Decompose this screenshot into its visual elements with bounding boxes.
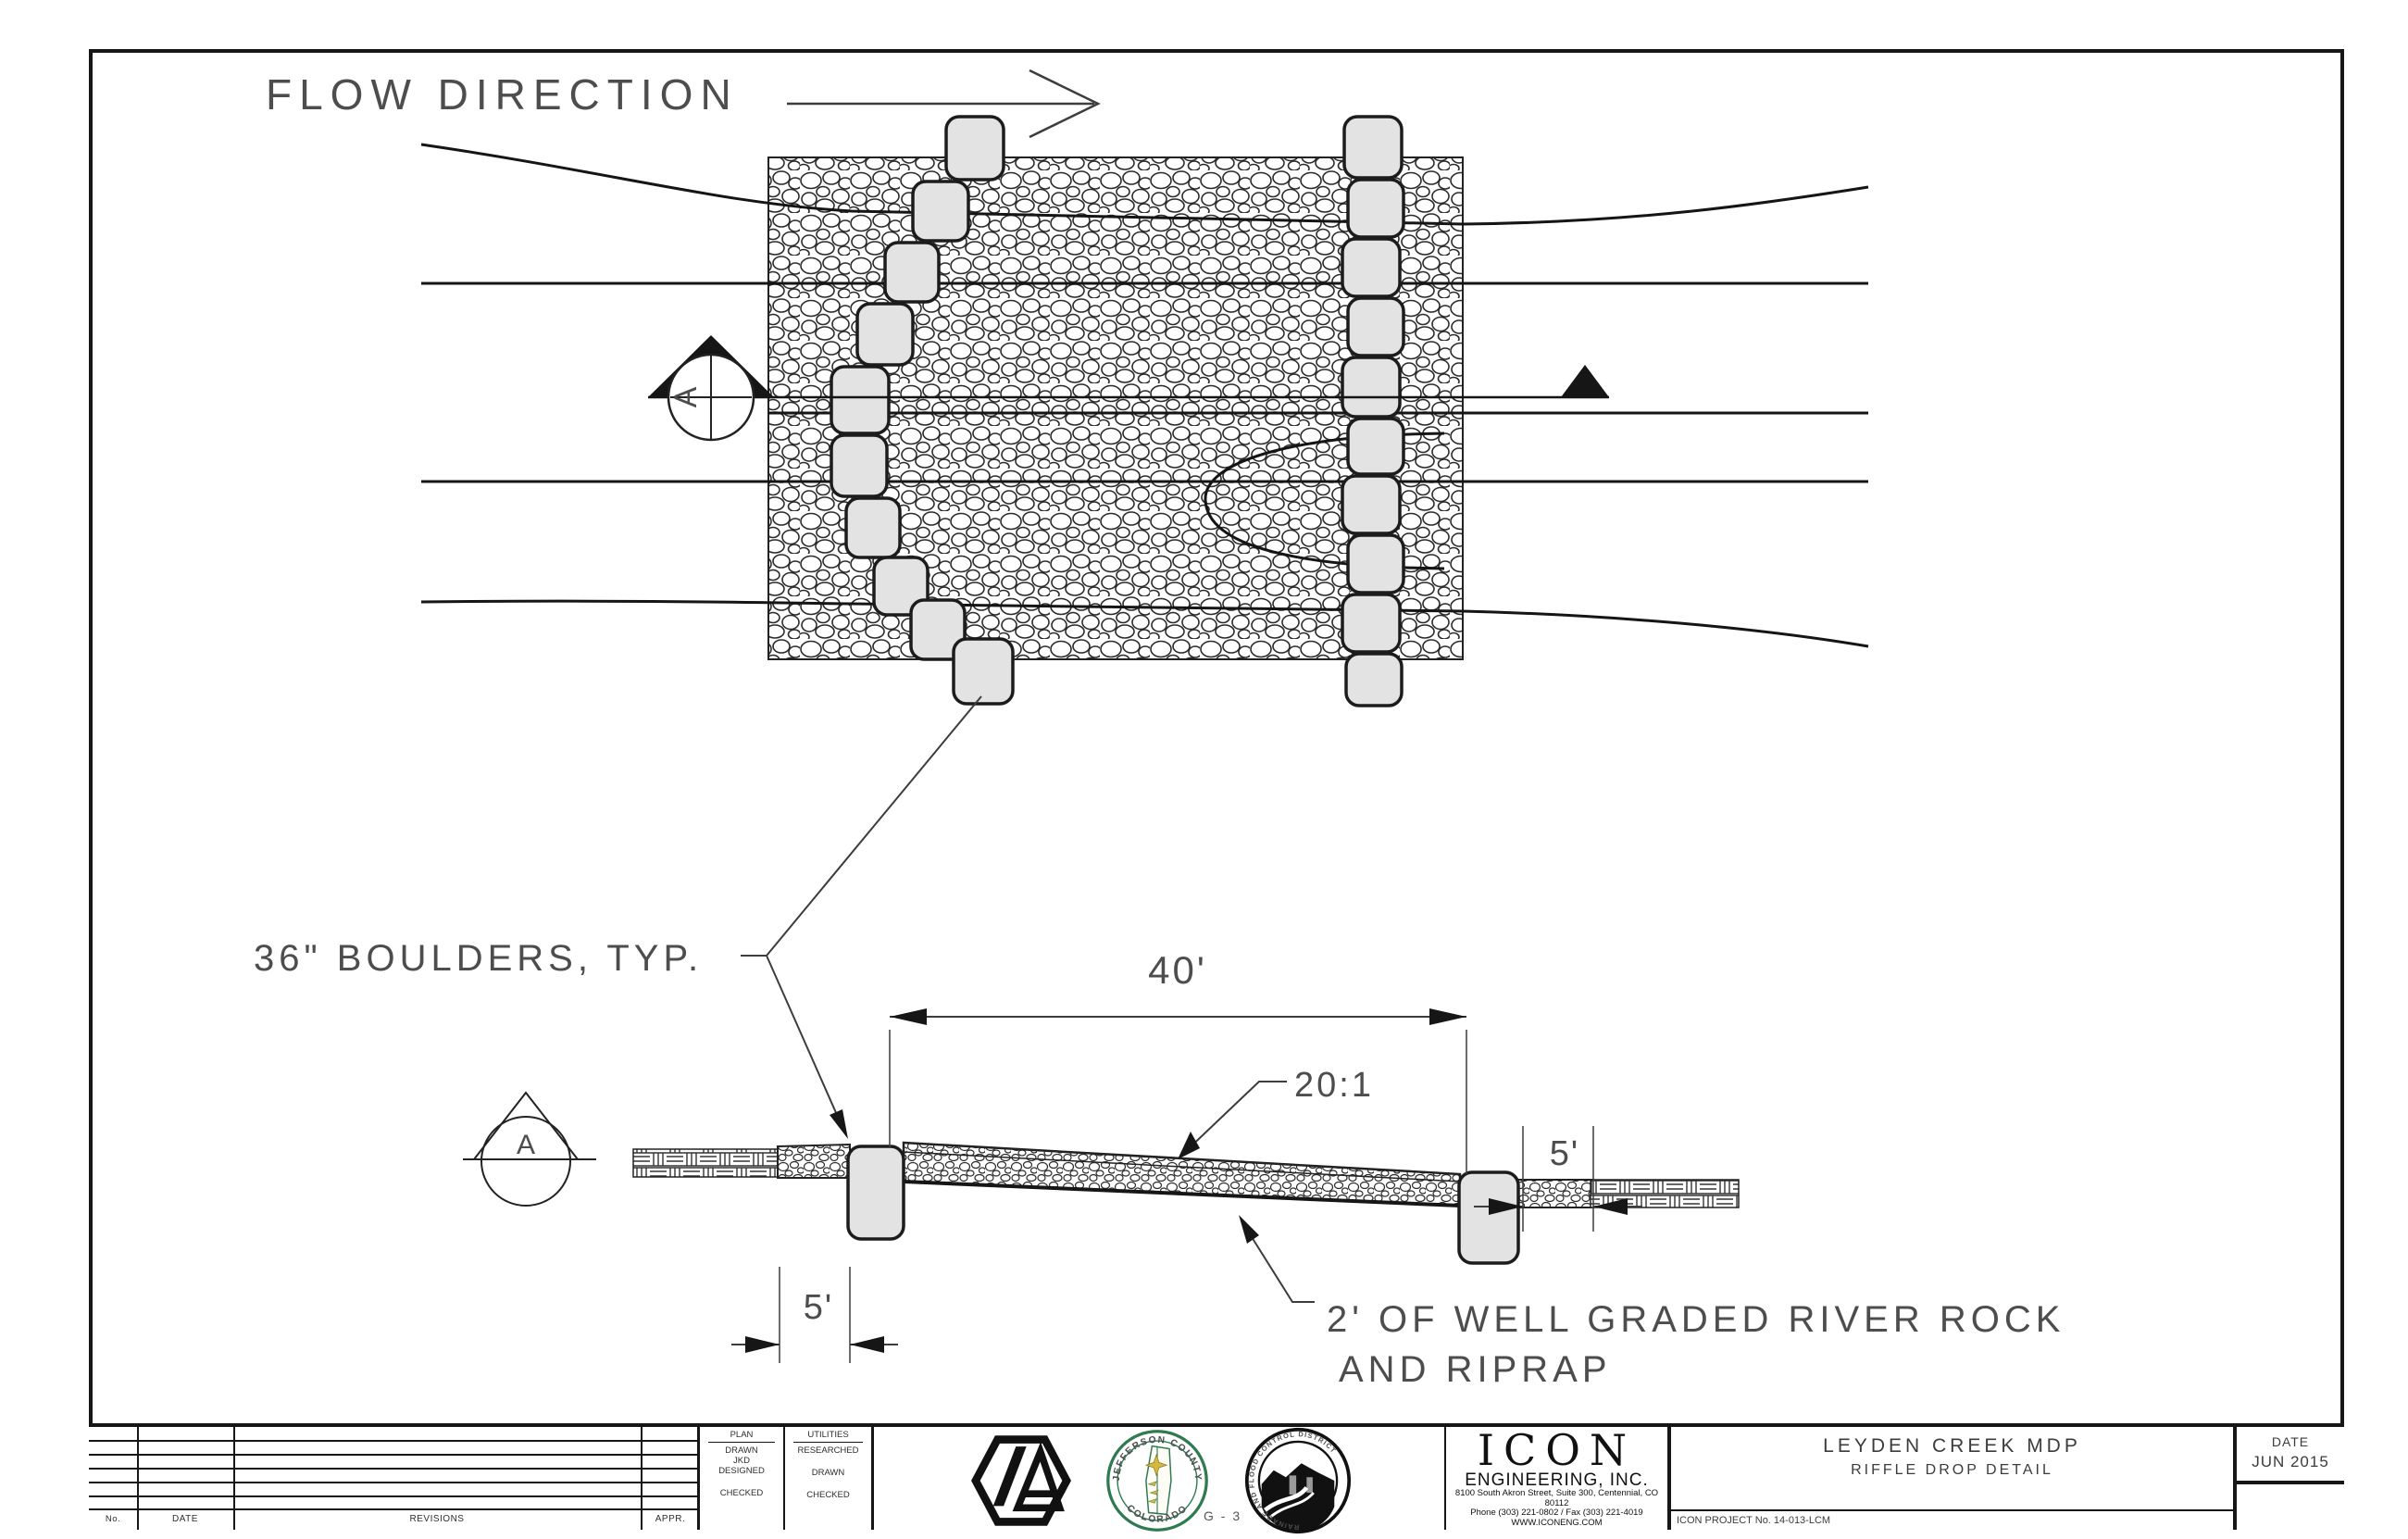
riprap-note-line2: AND RIPRAP [1339,1349,1612,1390]
slope-callout: 20:1 [1178,1066,1374,1159]
boulder [1346,296,1405,357]
flow-lines [420,143,1869,648]
dim-40ft: 40' [889,948,1467,1174]
title-block: No. DATE REVISIONS APPR. PLAN DRAWN JKD … [89,1423,2408,1539]
riprap-note: 2' OF WELL GRADED RIVER ROCK AND RIPRAP [1239,1215,2065,1390]
plan-col-title: PLAN [730,1430,754,1440]
section-marker-letter-plan: A [668,386,704,407]
boulder [1341,356,1402,419]
section-marker-letter-section: A [517,1130,535,1160]
date-box: DATE JUN 2015 [2237,1427,2344,1484]
boulders-note-label: 36" BOULDERS, TYP. [254,938,703,979]
plan-view: A FLOW DIRECTION [266,69,1869,707]
dim-5ft-right-label: 5' [1550,1134,1579,1173]
boulder [855,302,915,367]
project-subtitle: RIFFLE DROP DETAIL [1851,1462,2053,1478]
boulder [844,496,902,559]
revisions-col-no: No. [105,1514,121,1524]
section-arrow-right [1561,365,1609,397]
sheet-number: 1 [2237,1514,2408,1533]
bottom-bank-line [420,599,1869,648]
boulder [952,637,1015,706]
sheet-reference: G - 3 [1204,1508,1242,1523]
project-number: ICON PROJECT No. 14-013-LCM [1671,1509,2233,1530]
utilities-checked-label: CHECKED [806,1490,850,1500]
utilities-column: UTILITIES RESEARCHED DRAWN CHECKED [785,1427,874,1530]
boulder [872,556,930,617]
boulder [1341,237,1402,298]
revisions-col-date: DATE [172,1514,198,1524]
firm-phone-fax: Phone (303) 221-0802 / Fax (303) 221-401… [1470,1508,1643,1518]
icon-consultants-logo [971,1435,1071,1526]
firm-address: 8100 South Akron Street, Suite 300, Cent… [1454,1488,1659,1508]
section-boulder-upstream [846,1145,905,1241]
boulder [883,241,941,304]
firm-block: ICON ENGINEERING, INC. 8100 South Akron … [1444,1427,1671,1530]
seal-star [1144,1453,1168,1477]
dim-5ft-right: 5' [1474,1126,1642,1232]
dim-5ft-left-label: 5' [804,1288,833,1327]
section-boulder-downstream [1457,1170,1520,1265]
low-flow-notch [1204,432,1445,570]
boulder [1346,178,1405,239]
firm-website: WWW.ICONENG.COM [1511,1517,1603,1528]
boulder [1341,593,1402,654]
date-value: JUN 2015 [2252,1453,2329,1470]
top-bank-line [420,143,1869,226]
boulder [911,180,970,243]
firm-name: ICON [1477,1425,1637,1475]
boulder [830,433,889,498]
slope-label: 20:1 [1294,1066,1374,1105]
flow-direction-label: FLOW DIRECTION [266,70,739,119]
date-label: DATE [2271,1434,2310,1449]
utilities-col-title: UTILITIES [807,1430,849,1440]
logo-strip: JEFFERSON COUNTY COLORADO [874,1427,1444,1534]
section-marker-section: A [463,1091,596,1207]
boulders-note: 36" BOULDERS, TYP. [254,695,982,1139]
boulder [1341,474,1402,535]
boulder [944,115,1005,181]
udfcd-seal: URBAN DRAINAGE AND FLOOD CONTROL DISTRIC… [1242,1427,1352,1534]
jefferson-county-seal: JEFFERSON COUNTY COLORADO [1106,1430,1208,1532]
firm-line2: ENGINEERING, INC. [1465,1470,1649,1490]
udfcd-seal-art [1261,1458,1335,1533]
riprap-crest [777,1143,851,1179]
riprap-apron [1517,1179,1594,1208]
plan-drawn-value: JKD [733,1456,750,1466]
section-view: A 40' 5' [254,695,2065,1390]
boulder [1346,533,1405,594]
dim-5ft-left: 5' [731,1267,898,1363]
dim-40ft-label: 40' [1148,948,1207,992]
riprap-note-line1: 2' OF WELL GRADED RIVER ROCK [1327,1299,2065,1340]
sheet-label: SHEET [2237,1495,2408,1510]
utilities-researched-label: RESEARCHED [797,1445,859,1456]
utilities-drawn-label: DRAWN [811,1468,845,1478]
boulder [909,598,967,661]
boulder [1346,417,1405,476]
revisions-col-revisions: REVISIONS [409,1514,465,1524]
boulder [830,365,891,435]
project-title: LEYDEN CREEK MDP [1823,1435,2081,1457]
ground-hatch-left [632,1148,779,1178]
revisions-table: No. DATE REVISIONS APPR. [89,1427,700,1530]
section-cut-line: A [648,335,1609,442]
plan-drawn-label: DRAWN [725,1445,758,1456]
plan-checked-label: CHECKED [719,1488,764,1498]
boulder [1344,652,1404,707]
flow-direction-arrow [787,69,1101,139]
boulder [1342,115,1404,180]
plan-column: PLAN DRAWN JKD DESIGNED CHECKED [700,1427,785,1530]
project-block: LEYDEN CREEK MDP RIFFLE DROP DETAIL ICON… [1671,1427,2233,1530]
downstream-boulder-row [1341,115,1405,707]
sheet-box: SHEET 1 [2237,1488,2408,1539]
date-sheet-block: DATE JUN 2015 SHEET 1 [2233,1427,2408,1539]
revisions-col-appr: APPR. [655,1514,686,1524]
upstream-boulder-row [830,115,1015,706]
plan-designed-label: DESIGNED [718,1466,765,1476]
